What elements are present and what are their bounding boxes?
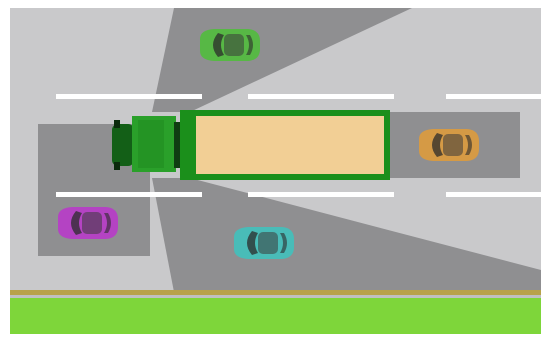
lane-dash <box>248 192 394 197</box>
lane-dash <box>446 192 541 197</box>
car-roof <box>82 212 102 234</box>
truck-bumper <box>112 124 134 166</box>
teal-car <box>234 227 294 259</box>
truck-cargo <box>196 116 384 174</box>
purple-car <box>58 207 118 239</box>
car-roof <box>258 232 278 254</box>
grass <box>10 298 541 334</box>
truck <box>112 110 390 180</box>
truck-mirror-left <box>114 120 120 128</box>
car-roof <box>224 34 244 56</box>
curb-shadow <box>10 295 541 298</box>
lane-dash <box>56 94 202 99</box>
green-car <box>200 29 260 61</box>
truck-hitch <box>174 122 180 168</box>
car-roof <box>443 134 463 156</box>
curb <box>10 290 541 295</box>
lane-dash <box>446 94 541 99</box>
lane-dash <box>248 94 394 99</box>
orange-car <box>419 129 479 161</box>
lane-dash <box>56 192 202 197</box>
truck-mirror-right <box>114 162 120 170</box>
truck-windshield <box>138 120 164 168</box>
